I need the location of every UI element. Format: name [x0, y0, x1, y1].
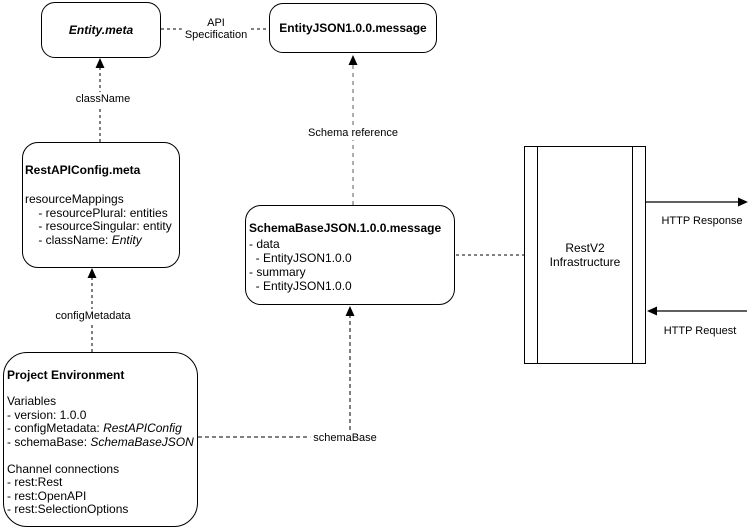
node-rest-api-config: RestAPIConfig.meta resourceMappings - re… [22, 142, 180, 268]
project-environment-title: Project Environment [7, 368, 125, 382]
api-specification-label: API Specification [181, 16, 251, 42]
rest-api-config-title: RestAPIConfig.meta [25, 163, 141, 177]
schema-base-json-line: - summary [249, 265, 306, 279]
schema-reference-label: Schema reference [305, 126, 401, 140]
schema-base-json-title: SchemaBaseJSON.1.0.0.message [249, 221, 442, 235]
entity-json-title: EntityJSON1.0.0.message [279, 21, 427, 35]
variables-line: - schemaBase: SchemaBaseJSON [7, 434, 194, 449]
schema-base-json-line: - data [249, 237, 280, 251]
node-schema-base-json: SchemaBaseJSON.1.0.0.message - data - En… [245, 205, 455, 305]
schema-base-json-line: - EntityJSON1.0.0 [249, 279, 352, 293]
configmetadata-arrowhead-icon [87, 268, 97, 278]
rest-api-config-line: - resourceSingular: entity [25, 219, 172, 233]
http-response-arrowhead-icon [738, 197, 748, 207]
classname-label: className [72, 92, 134, 106]
schema-base-json-line: - EntityJSON1.0.0 [249, 251, 352, 265]
variables-line: - version: 1.0.0 [7, 407, 87, 422]
node-project-environment: Project Environment Variables - version:… [3, 352, 198, 527]
rest-api-config-line: - className: Entity [25, 232, 142, 247]
http-request-label: HTTP Request [660, 324, 740, 338]
restv2-left-bar [537, 147, 538, 363]
node-restv2-infrastructure: RestV2 Infrastructure [524, 146, 646, 364]
schemabase-label: schemaBase [310, 431, 380, 445]
channel-line: - rest:Rest [7, 475, 63, 489]
configmetadata-label: configMetadata [52, 309, 134, 323]
channel-line: - rest:OpenAPI [7, 488, 87, 503]
rest-api-config-line: - resourcePlural: entities [25, 205, 168, 220]
restv2-title: RestV2 Infrastructure [549, 241, 621, 269]
http-request-arrowhead-icon [647, 306, 657, 316]
channel-line: - rest:SelectionOptions [7, 502, 129, 516]
node-entity-json: EntityJSON1.0.0.message [269, 3, 437, 53]
restv2-right-bar [632, 147, 633, 363]
node-entity-meta: Entity.meta [41, 2, 161, 58]
rest-api-config-line: resourceMappings [25, 192, 124, 206]
channels-header: Channel connections [7, 461, 120, 476]
entity-meta-title: Entity.meta [68, 23, 134, 37]
http-response-label: HTTP Response [658, 214, 746, 228]
schemabase-arrowhead-icon [345, 306, 355, 316]
variables-header: Variables [7, 394, 57, 408]
schema-reference-arrowhead-icon [348, 55, 358, 65]
classname-arrowhead-icon [95, 58, 105, 68]
blank-line [7, 449, 195, 463]
variables-line: - configMetadata: RestAPIConfig [7, 421, 182, 435]
